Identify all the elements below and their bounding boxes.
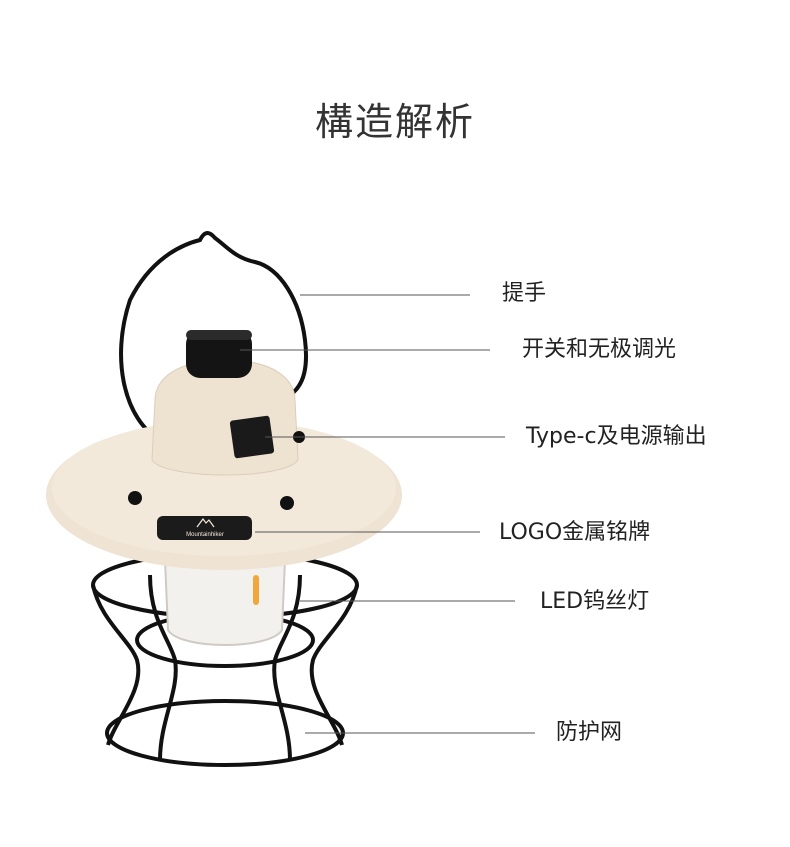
callout-label-dimmer: 开关和无极调光 xyxy=(522,337,677,362)
type-c-port-cover xyxy=(229,415,275,459)
screw xyxy=(128,491,142,505)
mountain-logo xyxy=(196,518,215,528)
dimmer-knob xyxy=(186,330,252,378)
logo-plate-brand: Mountainhiker xyxy=(186,532,224,538)
callout-label-handle: 提手 xyxy=(502,281,547,306)
logo-plate xyxy=(157,516,252,540)
screw xyxy=(280,496,294,510)
page-title: 構造解析 xyxy=(314,100,475,145)
callout-label-led: LED钨丝灯 xyxy=(540,589,650,614)
handle-wire xyxy=(119,231,309,442)
callout-label-type-c: Type-c及电源输出 xyxy=(526,424,707,449)
led-filament xyxy=(253,575,259,605)
callout-label-logo: LOGO金属铭牌 xyxy=(499,520,651,545)
callout-label-cage: 防护网 xyxy=(556,720,623,745)
